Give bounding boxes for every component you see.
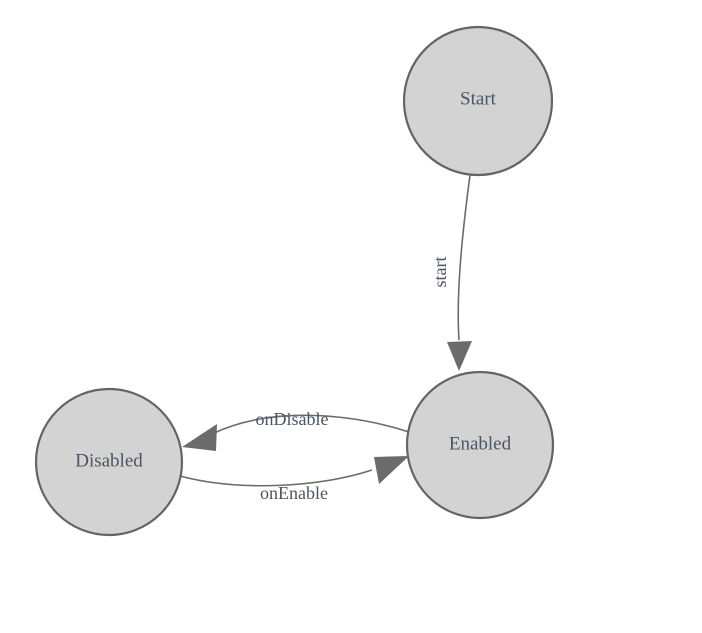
node-start-label: Start [460, 89, 497, 110]
edge-label-onenable: onEnable [260, 483, 328, 503]
node-start-circle[interactable] [402, 25, 554, 177]
node-enabled-label: Enabled [449, 434, 512, 455]
edge-start-to-enabled-path [457, 174, 471, 341]
node-disabled-label: Disabled [75, 451, 143, 472]
edge-disabled-to-enabled: onEnable [179, 456, 409, 503]
edge-enabled-to-disabled-arrowhead [182, 424, 217, 451]
edge-disabled-to-enabled-path [179, 469, 373, 487]
edge-label-start: start [430, 257, 450, 288]
node-enabled[interactable]: Enabled [405, 370, 555, 520]
edge-disabled-to-enabled-arrowhead [374, 456, 409, 484]
edge-enabled-to-disabled: onDisable [182, 409, 410, 451]
node-enabled-circle[interactable] [405, 370, 555, 520]
node-disabled[interactable]: Disabled [34, 387, 184, 537]
edge-enabled-to-disabled-path [211, 414, 410, 435]
edge-start-to-enabled: start [430, 174, 472, 371]
node-disabled-circle[interactable] [34, 387, 184, 537]
edge-label-ondisable: onDisable [256, 409, 329, 429]
edge-start-to-enabled-arrowhead [447, 341, 472, 371]
node-start[interactable]: Start [402, 25, 554, 177]
